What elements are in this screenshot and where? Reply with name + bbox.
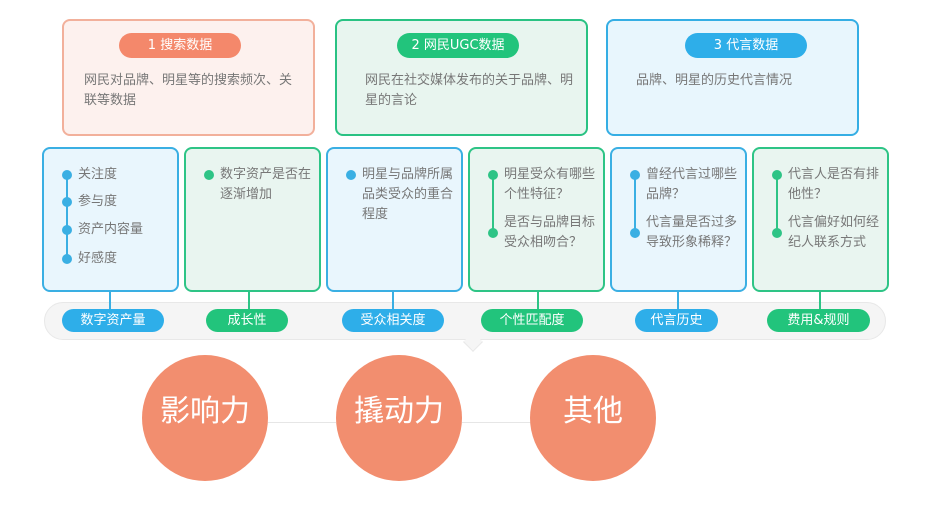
bullet-dot-icon xyxy=(772,228,782,238)
metric-item: 关注度 xyxy=(62,165,169,185)
bullet-dot-icon xyxy=(772,170,782,180)
connector-line xyxy=(392,292,394,310)
bullet-dot-icon xyxy=(346,170,356,180)
source-title-pill: 2 网民UGC数据 xyxy=(397,33,519,58)
metric-card-digital-assets: 关注度 参与度 资产内容量 好感度 xyxy=(42,147,179,292)
tag-digital-assets: 数字资产量 xyxy=(62,309,164,332)
connector-line xyxy=(109,292,111,310)
bullet-dot-icon xyxy=(62,197,72,207)
connector-line xyxy=(248,292,250,310)
category-other: 其他 xyxy=(530,355,656,481)
timeline-line xyxy=(776,175,778,233)
bullet-dot-icon xyxy=(62,254,72,264)
metric-item: 是否与品牌目标受众相吻合？ xyxy=(488,213,595,253)
metric-item: 明星与品牌所属品类受众的重合程度 xyxy=(346,165,453,225)
tag-bar xyxy=(44,302,886,340)
metric-card-growth: 数字资产是否在逐渐增加 xyxy=(184,147,321,292)
tag-fees-rules: 费用&规则 xyxy=(767,309,870,332)
bullet-dot-icon xyxy=(62,170,72,180)
connector-line xyxy=(819,292,821,310)
connector-line xyxy=(537,292,539,310)
metric-item: 参与度 xyxy=(62,192,169,212)
bullet-dot-icon xyxy=(62,225,72,235)
metric-card-endorsement-history: 曾经代言过哪些品牌？ 代言量是否过多导致形象稀释？ xyxy=(610,147,747,292)
connector-line xyxy=(268,422,336,423)
tag-personality-match: 个性匹配度 xyxy=(481,309,583,332)
connector-line xyxy=(462,422,532,423)
source-card-endorsement-data: 3 代言数据 品牌、明星的历史代言情况 xyxy=(606,19,859,136)
timeline-line xyxy=(634,175,636,233)
metric-item: 代言偏好如何经纪人联系方式 xyxy=(772,213,879,253)
bullet-dot-icon xyxy=(488,228,498,238)
metric-item: 代言量是否过多导致形象稀释？ xyxy=(630,213,737,253)
tag-growth: 成长性 xyxy=(206,309,288,332)
tag-audience-relevance: 受众相关度 xyxy=(342,309,444,332)
bullet-dot-icon xyxy=(630,228,640,238)
metric-card-fees-rules: 代言人是否有排他性？ 代言偏好如何经纪人联系方式 xyxy=(752,147,889,292)
metric-item: 明星受众有哪些个性特征？ xyxy=(488,165,595,205)
source-card-ugc-data: 2 网民UGC数据 网民在社交媒体发布的关于品牌、明星的言论 xyxy=(335,19,588,136)
source-card-search-data: 1 搜索数据 网民对品牌、明星等的搜索频次、关联等数据 xyxy=(62,19,315,136)
source-title-pill: 3 代言数据 xyxy=(685,33,807,58)
source-description: 网民对品牌、明星等的搜索频次、关联等数据 xyxy=(84,73,293,108)
metric-item: 曾经代言过哪些品牌？ xyxy=(630,165,737,205)
metric-item: 代言人是否有排他性？ xyxy=(772,165,879,205)
source-title-pill: 1 搜索数据 xyxy=(119,33,241,58)
timeline-line xyxy=(66,175,68,259)
metric-card-personality-match: 明星受众有哪些个性特征？ 是否与品牌目标受众相吻合？ xyxy=(468,147,605,292)
category-influence: 影响力 xyxy=(142,355,268,481)
metric-card-audience-relevance: 明星与品牌所属品类受众的重合程度 xyxy=(326,147,463,292)
category-leverage: 撬动力 xyxy=(336,355,462,481)
connector-line xyxy=(677,292,679,310)
tag-endorsement-history: 代言历史 xyxy=(635,309,718,332)
bullet-dot-icon xyxy=(630,170,640,180)
bullet-dot-icon xyxy=(204,170,214,180)
source-description: 网民在社交媒体发布的关于品牌、明星的言论 xyxy=(365,73,574,108)
source-description: 品牌、明星的历史代言情况 xyxy=(636,73,793,88)
bullet-dot-icon xyxy=(488,170,498,180)
metric-item: 资产内容量 xyxy=(62,220,169,240)
metric-item: 数字资产是否在逐渐增加 xyxy=(204,165,311,205)
timeline-line xyxy=(492,175,494,233)
metric-item: 好感度 xyxy=(62,249,169,269)
